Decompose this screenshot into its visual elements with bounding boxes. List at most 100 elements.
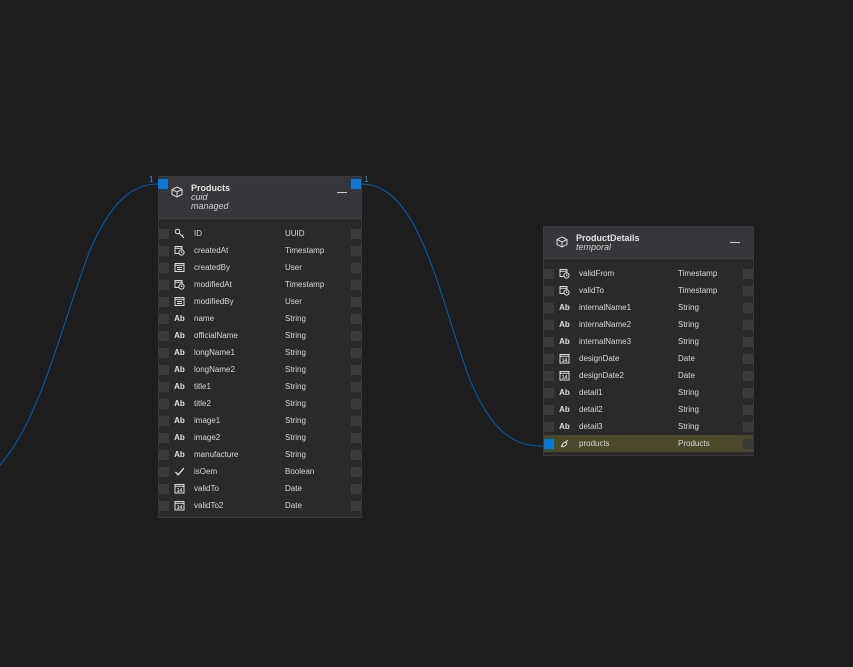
field-port-right[interactable] — [351, 416, 361, 426]
field-port-left[interactable] — [544, 439, 554, 449]
field-port-left[interactable] — [159, 433, 169, 443]
field-port-right[interactable] — [351, 382, 361, 392]
field-port-right[interactable] — [351, 331, 361, 341]
field-port-left[interactable] — [544, 371, 554, 381]
field-port-right[interactable] — [351, 365, 361, 375]
field-port-left[interactable] — [159, 348, 169, 358]
field-port-left[interactable] — [159, 416, 169, 426]
connector-incoming[interactable] — [0, 183, 159, 466]
field-port-left[interactable] — [544, 388, 554, 398]
field-port-right[interactable] — [743, 303, 753, 313]
field-port-left[interactable] — [544, 405, 554, 415]
field-port-left[interactable] — [159, 246, 169, 256]
field-port-left[interactable] — [159, 501, 169, 511]
field-port-left[interactable] — [159, 314, 169, 324]
field-port-left[interactable] — [544, 354, 554, 364]
field-port-right[interactable] — [743, 354, 753, 364]
field-name: validTo — [579, 286, 604, 295]
field-port-left[interactable] — [159, 229, 169, 239]
field-port-left[interactable] — [544, 422, 554, 432]
field-port-left[interactable] — [159, 280, 169, 290]
field-type: String — [285, 433, 306, 442]
field-port-left[interactable] — [544, 303, 554, 313]
field-port-right[interactable] — [351, 399, 361, 409]
field-port-right[interactable] — [743, 269, 753, 279]
field-port-right[interactable] — [743, 371, 753, 381]
field-port-right[interactable] — [351, 348, 361, 358]
field-port-right[interactable] — [351, 501, 361, 511]
field-port-left[interactable] — [159, 297, 169, 307]
field-port-right[interactable] — [351, 297, 361, 307]
field-port-left[interactable] — [159, 399, 169, 409]
field-port-right[interactable] — [743, 439, 753, 449]
field-port-left[interactable] — [544, 286, 554, 296]
field-port-right[interactable] — [743, 337, 753, 347]
field-port-right[interactable] — [351, 280, 361, 290]
field-port-right[interactable] — [351, 450, 361, 460]
entity-header[interactable]: ProductDetails temporal — [544, 227, 753, 259]
field-port-left[interactable] — [159, 484, 169, 494]
minimize-button[interactable] — [730, 236, 740, 243]
field-port-left[interactable] — [159, 263, 169, 273]
field-port-right[interactable] — [351, 314, 361, 324]
field-port-left[interactable] — [544, 337, 554, 347]
field-port-right[interactable] — [351, 246, 361, 256]
field-port-right[interactable] — [351, 229, 361, 239]
entity-header[interactable]: Products cuid managed — [159, 177, 361, 219]
port-right[interactable] — [351, 179, 361, 189]
minimize-button[interactable] — [337, 186, 347, 193]
field-port-left[interactable] — [159, 365, 169, 375]
field-port-left[interactable] — [544, 320, 554, 330]
field-port-left[interactable] — [544, 269, 554, 279]
field-port-right[interactable] — [743, 388, 753, 398]
field-port-right[interactable] — [351, 484, 361, 494]
field-type: String — [678, 405, 699, 414]
string-icon: Ab — [559, 388, 570, 397]
field-port-right[interactable] — [743, 422, 753, 432]
field-port-left[interactable] — [159, 467, 169, 477]
field-port-right[interactable] — [743, 286, 753, 296]
connector-products-details[interactable] — [361, 183, 545, 447]
field-port-left[interactable] — [159, 331, 169, 341]
field-port-right[interactable] — [351, 467, 361, 477]
field-port-right[interactable] — [743, 320, 753, 330]
field-port-left[interactable] — [159, 382, 169, 392]
field-port-right[interactable] — [743, 405, 753, 415]
port-left[interactable] — [158, 179, 168, 189]
field-port-right[interactable] — [351, 263, 361, 273]
string-icon: Ab — [174, 314, 185, 323]
field-port-right[interactable] — [351, 433, 361, 443]
field-port-left[interactable] — [159, 450, 169, 460]
